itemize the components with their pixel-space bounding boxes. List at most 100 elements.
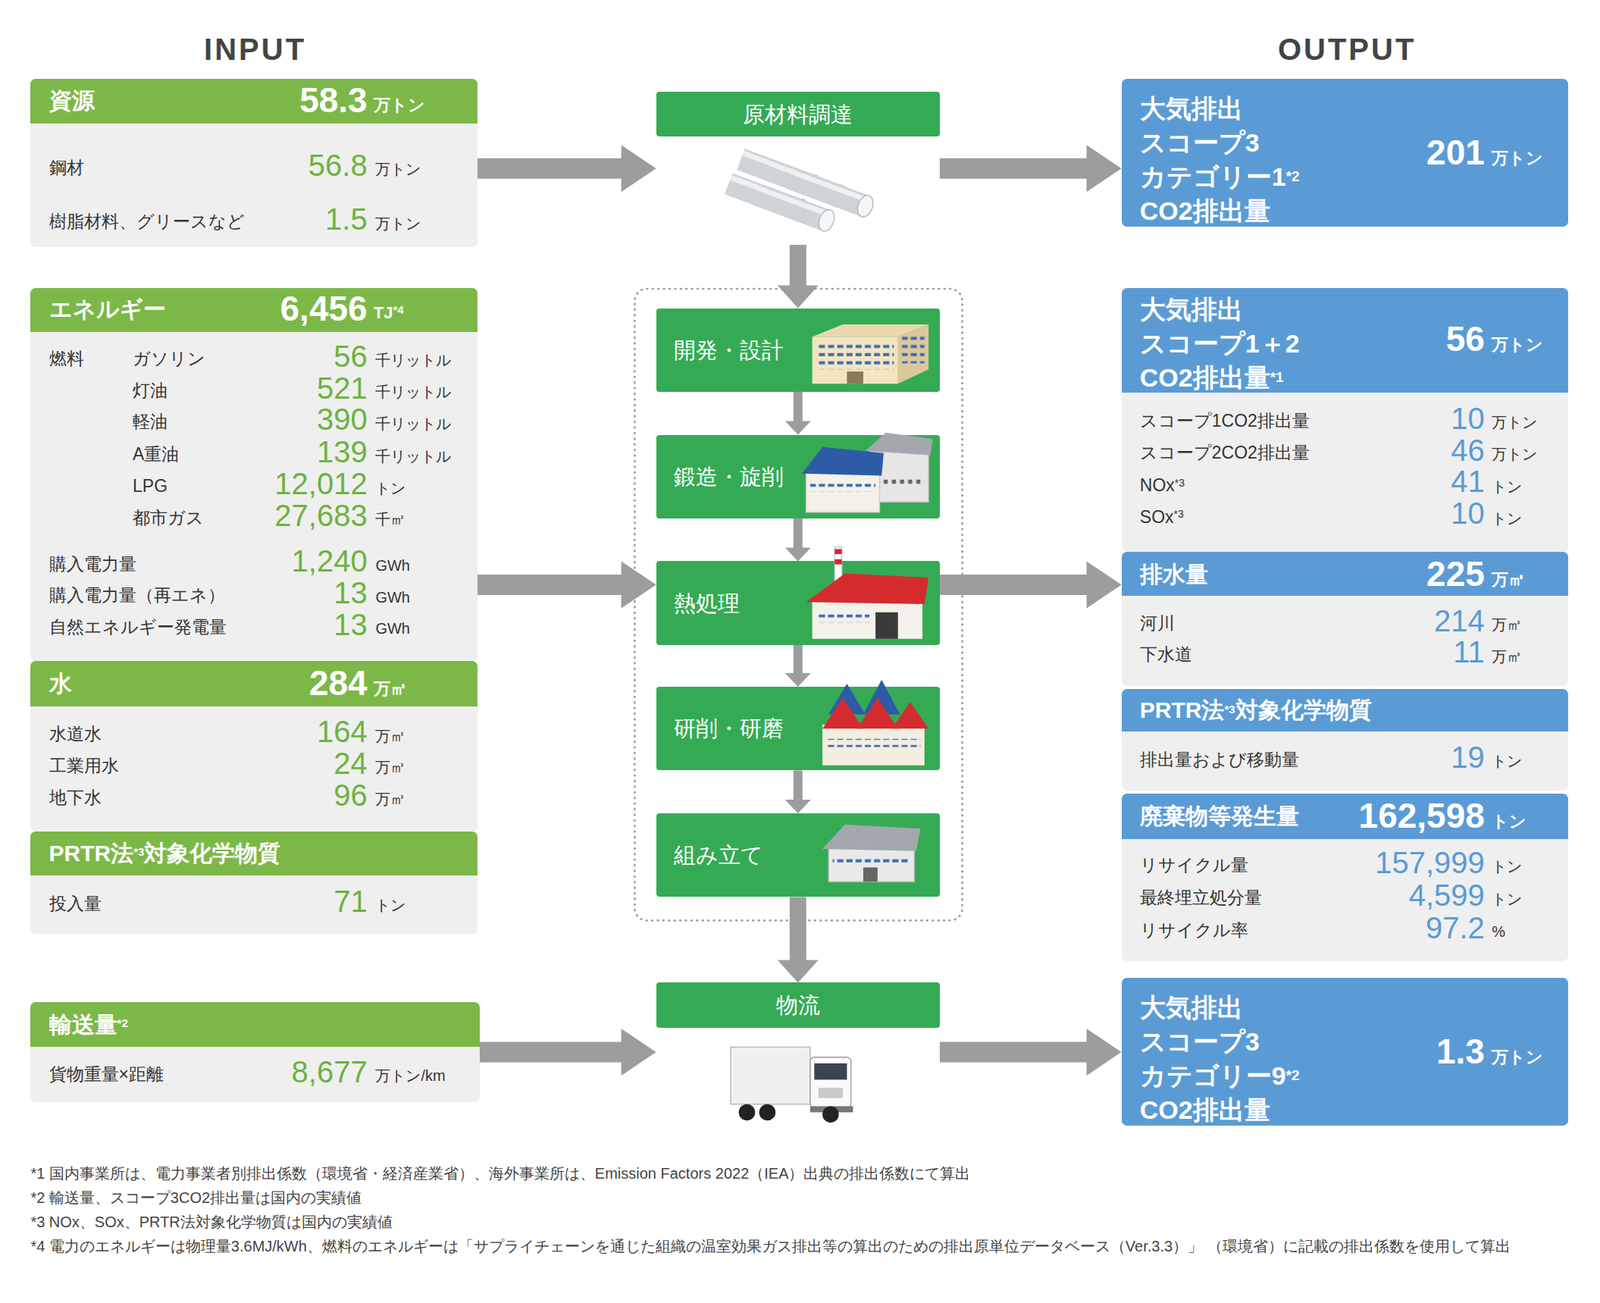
truck-grille [818, 1087, 843, 1098]
flow-arrow [785, 518, 811, 562]
panel-title: 輸送量 [49, 1011, 118, 1037]
footnote-mark: *3 [133, 845, 145, 858]
total-value: 162,598 [1358, 795, 1485, 836]
pipe-shine [795, 173, 868, 201]
text-slot: NOx*3 [1139, 475, 1185, 497]
stage-box: 物流 [656, 982, 940, 1125]
text-slot: トン [375, 895, 406, 915]
total-value: 284 [309, 663, 368, 703]
unit-text: トン [1491, 510, 1522, 527]
building-windows [816, 341, 894, 370]
text-slot: 千㎥ [375, 510, 406, 529]
footnote: *3 NOx、SOx、PRTR法対象化学物質は国内の実績値 [30, 1209, 1551, 1234]
row-label: 河川 [1139, 613, 1175, 633]
pipe-shine [757, 187, 829, 215]
row-value: 24 [333, 746, 368, 780]
text-slot: リサイクル量 [1139, 854, 1249, 877]
row-value: 96 [333, 778, 368, 812]
text-slot: 大気排出 スコープ3 カテゴリー1*2CO2排出量 [1139, 93, 1353, 226]
building-roof [828, 683, 865, 714]
flow-arrow [777, 896, 819, 983]
text-slot: 研削・研磨 [673, 715, 784, 743]
total-value: 6,456 [280, 288, 368, 329]
truck [730, 1046, 854, 1123]
text-slot: 214 [1434, 602, 1485, 639]
row-label: 購入電力量（再エネ） [49, 585, 226, 605]
footnote: *2 輸送量、スコープ3CO2排出量は国内の実績値 [30, 1185, 1551, 1210]
text-slot: 56 [333, 338, 368, 375]
arrow-head [1086, 144, 1122, 192]
text-slot: 万㎥ [1491, 647, 1522, 666]
row-value: 390 [316, 402, 368, 436]
output-panel: 排水量225万㎥河川214万㎥下水道11万㎥ [1121, 551, 1569, 686]
text-slot: トン [1491, 751, 1522, 771]
truck-trailer [730, 1046, 811, 1104]
chimney-stripe [834, 559, 842, 565]
unit-text: トン [375, 896, 406, 914]
unit-text: トン [1491, 478, 1522, 495]
building-roof [892, 701, 929, 729]
text-slot: 排水量 [1139, 560, 1209, 589]
text-slot: 河川 [1139, 613, 1175, 635]
text-slot: 万トン [1491, 1047, 1544, 1068]
text-slot: 1,240 [291, 542, 368, 580]
stage-label: 原材料調達 [742, 101, 853, 126]
pipe-end [816, 207, 838, 234]
input-panel: エネルギー6,456TJ*4燃料ガソリン56千リットル灯油521千リットル軽油3… [30, 288, 478, 662]
arrow-head [621, 144, 657, 192]
row-value: 1.5 [325, 202, 368, 236]
arrow-head [785, 799, 811, 814]
text-slot: 万㎥ [375, 789, 406, 808]
flow-arrow [939, 144, 1122, 192]
row-value: 56.8 [308, 148, 368, 182]
text-slot: 41 [1450, 463, 1485, 500]
text-slot: 熱処理 [673, 589, 740, 617]
unit-text: 万㎥ [375, 727, 406, 745]
text-slot: 万トン/km [375, 1066, 445, 1085]
row-value: 164 [316, 714, 368, 749]
text-slot: 大気排出 スコープ1＋2 CO2排出量*1 [1139, 294, 1353, 398]
text-slot: エネルギー [49, 295, 166, 323]
pipe-shine [730, 177, 802, 204]
text-slot: 自然エネルギー発電量 [49, 616, 227, 639]
text-slot: 万トン [1491, 335, 1544, 355]
building-windows [832, 857, 911, 866]
text-slot: 139 [316, 433, 368, 470]
arrow-head [621, 1028, 657, 1076]
steel-pipes [728, 153, 876, 234]
footnote-mark: *2 [1286, 1067, 1300, 1084]
arrow-shaft [479, 1042, 626, 1063]
row-label: 都市ガス [132, 507, 204, 528]
row-value: 56 [333, 339, 368, 373]
text-slot: 201 [1426, 131, 1485, 174]
text-slot: 下水道 [1139, 645, 1193, 667]
text-slot: 71 [333, 882, 368, 920]
text-slot: 樹脂材料、グリースなど [49, 212, 245, 234]
text-slot: 都市ガス [132, 507, 204, 530]
unit-text: 万トン [375, 215, 421, 232]
pipe-shine [742, 153, 815, 180]
footnote-block: *1 国内事業所は、電力事業者別排出係数（環境省・経済産業省）、海外事業所は、E… [30, 1161, 1551, 1259]
emission-title: CO2排出量 [1139, 1095, 1353, 1125]
grinding-factory [822, 679, 929, 766]
panel-title: 排水量 [1139, 561, 1209, 587]
emission-title: 大気排出 スコープ3 カテゴリー1 [1139, 93, 1287, 191]
unit-text: 万トン [1491, 413, 1538, 431]
text-slot: ガソリン [132, 348, 206, 370]
row-label: ガソリン [132, 348, 206, 369]
footnote-mark: *4 [392, 303, 404, 317]
arrow-shaft [939, 1042, 1090, 1063]
row-label: 排出量および移動量 [1139, 749, 1300, 770]
text-slot: トン [1491, 811, 1527, 832]
text-slot: 軽油 [132, 412, 168, 434]
arrow-shaft [789, 244, 807, 288]
text-slot: 購入電力量（再エネ） [49, 585, 226, 607]
panel-title: 対象化学物質 [144, 840, 281, 866]
row-value: 521 [316, 371, 368, 405]
text-slot: 地下水 [49, 787, 102, 809]
panel-title: 廃棄物等発生量 [1139, 803, 1300, 829]
text-slot: 千リットル [375, 447, 451, 466]
pipe-body [740, 159, 812, 186]
text-slot: GWh [375, 556, 411, 575]
